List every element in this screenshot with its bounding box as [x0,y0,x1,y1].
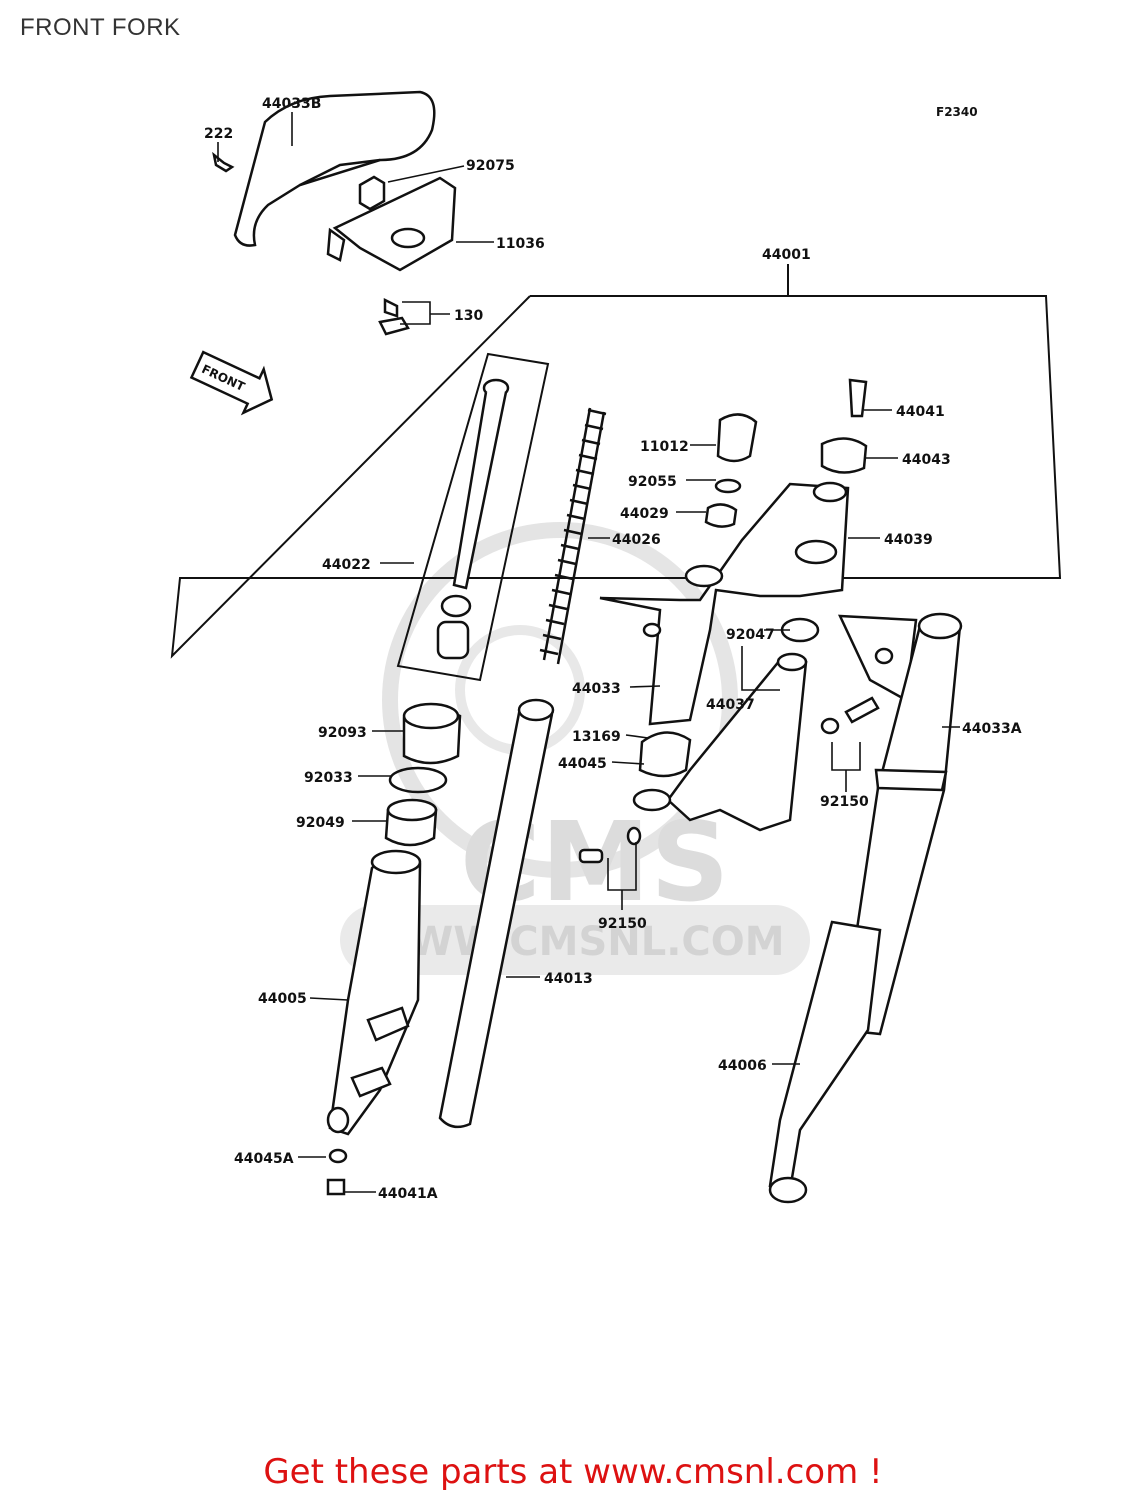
front-direction-arrow: FRONT [189,350,274,416]
callout-44006: 44006 [718,1058,767,1074]
callout-44001: 44001 [762,247,811,263]
leader-lines [217,112,960,1193]
inner-tube [438,707,554,1129]
callout-92150-left: 92150 [598,916,647,932]
callout-44033a: 44033A [962,721,1022,737]
callout-44037: 44037 [706,697,755,713]
callout-11012: 11012 [640,439,689,455]
callout-222: 222 [204,126,233,142]
callout-44041a: 44041A [378,1186,438,1202]
callout-44033b: 44033B [262,96,321,112]
assembly-frame [170,295,1062,659]
callout-92049: 92049 [296,815,345,831]
callout-92093: 92093 [318,725,367,741]
parts-diagram: CMS WWW.CMSNL.COM F2340 FRONT [170,90,1062,1204]
fork-spring [539,407,607,665]
seal-stack [384,702,462,847]
right-fork-tube [768,612,963,1204]
callout-44026: 44026 [612,532,661,548]
callout-44041: 44041 [896,404,945,420]
callout-92055: 92055 [628,474,677,490]
footer-link[interactable]: Get these parts at www.cmsnl.com ! [263,1452,883,1492]
fork-bracket [578,378,880,864]
callout-92047: 92047 [726,627,775,643]
page-title: FRONT FORK [20,14,181,41]
callout-44005: 44005 [258,991,307,1007]
callout-13169: 13169 [572,729,621,745]
cartridge-frame [396,352,550,682]
cover-group [212,90,457,336]
callout-44045a: 44045A [234,1151,294,1167]
callout-44045: 44045 [558,756,607,772]
watermark-url: WWW.CMSNL.COM [365,919,785,965]
diagram-code: F2340 [936,105,978,119]
callout-44039: 44039 [884,532,933,548]
callout-44029: 44029 [620,506,669,522]
callout-130: 130 [454,308,483,324]
damper-rod [436,378,510,660]
callout-92075: 92075 [466,158,515,174]
left-outer-tube [326,849,422,1196]
callout-92150-right: 92150 [820,794,869,810]
callout-44043: 44043 [902,452,951,468]
callout-11036: 11036 [496,236,545,252]
callout-44022: 44022 [322,557,371,573]
callout-92033: 92033 [304,770,353,786]
callout-44013: 44013 [544,971,593,987]
callout-44033: 44033 [572,681,621,697]
